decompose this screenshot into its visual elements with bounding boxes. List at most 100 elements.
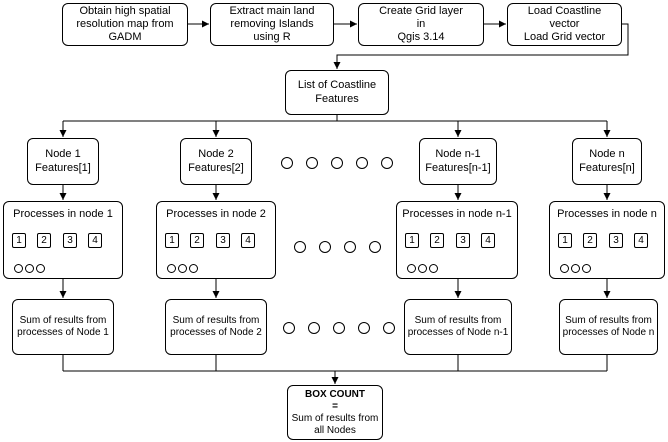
process-ellipsis-dot	[407, 264, 416, 273]
node-2-features: Features[2]	[188, 161, 244, 174]
sum-node-1-line1: Sum of results from	[19, 315, 107, 326]
step-create-grid-line2: in	[416, 17, 426, 30]
node-1: Node 1 Features[1]	[27, 138, 99, 185]
sum-node-n: Sum of results from processes of Node n	[559, 299, 658, 355]
step-extract-line2: removing Islands	[230, 17, 314, 30]
node-2: Node 2 Features[2]	[180, 138, 252, 185]
node-n-minus-1-features: Features[n-1]	[425, 161, 491, 174]
process-ellipsis-dot	[14, 264, 23, 273]
process-ellipsis-dot	[178, 264, 187, 273]
process-box: 1	[558, 233, 572, 248]
node-n-features: Features[n]	[579, 161, 635, 174]
step-obtain-map-line1: Obtain high spatial	[79, 4, 171, 17]
node-2-name: Node 2	[198, 148, 234, 161]
process-box: 3	[63, 233, 77, 248]
process-box: 3	[456, 233, 470, 248]
process-ellipsis-dot	[429, 264, 438, 273]
processes-node-1: Processes in node 1 1 2 3 4	[3, 201, 123, 279]
sum-node-n-minus-1-line2: processes of Node n-1	[407, 327, 509, 338]
sum-node-n-line1: Sum of results from	[565, 315, 652, 326]
step-extract-mainland: Extract main land removing Islands using…	[210, 3, 334, 46]
process-box: 3	[216, 233, 230, 248]
process-box: 4	[88, 233, 102, 248]
process-box: 4	[241, 233, 255, 248]
sum-node-1-line2: processes of Node 1	[17, 327, 109, 338]
ellipsis-dot	[344, 241, 356, 253]
process-ellipsis-dot	[418, 264, 427, 273]
process-box: 1	[405, 233, 419, 248]
processes-node-1-title: Processes in node 1	[13, 208, 113, 220]
step-create-grid: Create Grid layer in Qgis 3.14	[358, 3, 484, 46]
process-box: 2	[37, 233, 51, 248]
arrow-step4-list	[333, 23, 629, 69]
sum-node-1: Sum of results from processes of Node 1	[12, 299, 114, 355]
step-load-vectors: Load Coastline vector Load Grid vector	[507, 3, 622, 46]
box-count-equals: =	[332, 400, 338, 412]
step-load-line3: Load Grid vector	[523, 31, 606, 44]
process-ellipsis-dot	[36, 264, 45, 273]
ellipsis-dot	[369, 241, 381, 253]
process-box: 3	[609, 233, 623, 248]
processes-node-2: Processes in node 2 1 2 3 4	[156, 201, 276, 279]
step-obtain-map-line2: resolution map from	[76, 17, 174, 30]
step-extract-line1: Extract main land	[229, 4, 315, 17]
ellipsis-dot	[331, 157, 343, 169]
node-1-features: Features[1]	[35, 161, 91, 174]
ellipsis-dot	[294, 241, 306, 253]
step-create-grid-line3: Qgis 3.14	[397, 31, 445, 44]
sum-node-2-line2: processes of Node 2	[170, 327, 262, 338]
box-count-line1: Sum of results from	[291, 412, 379, 424]
process-ellipsis-dot	[560, 264, 569, 273]
step-create-grid-line1: Create Grid layer	[379, 4, 463, 17]
step-extract-line3: using R	[253, 31, 291, 44]
node-n-name: Node n	[589, 148, 625, 161]
ellipsis-dot	[356, 157, 368, 169]
step-load-line2: vector	[549, 17, 580, 30]
process-box: 1	[12, 233, 26, 248]
node-n: Node n Features[n]	[572, 138, 642, 185]
box-count: BOX COUNT = Sum of results from all Node…	[287, 385, 383, 440]
process-box: 4	[481, 233, 495, 248]
ellipsis-dot	[358, 322, 370, 334]
processes-node-n-minus-1-title: Processes in node n-1	[402, 208, 512, 220]
process-box: 2	[190, 233, 204, 248]
sum-node-n-minus-1: Sum of results from processes of Node n-…	[404, 299, 512, 355]
node-1-name: Node 1	[45, 148, 81, 161]
process-ellipsis-dot	[25, 264, 34, 273]
process-box: 2	[430, 233, 444, 248]
coastline-list-line2: Features	[315, 92, 359, 105]
process-ellipsis-dot	[571, 264, 580, 273]
process-ellipsis-dot	[189, 264, 198, 273]
processes-node-n: Processes in node n 1 2 3 4	[549, 201, 665, 279]
processes-node-n-minus-1: Processes in node n-1 1 2 3 4	[396, 201, 518, 279]
step-load-line1: Load Coastline	[527, 4, 602, 17]
node-n-minus-1: Node n-1 Features[n-1]	[419, 138, 497, 185]
coastline-list-line1: List of Coastline	[297, 79, 377, 92]
process-ellipsis-dot	[582, 264, 591, 273]
step-obtain-map: Obtain high spatial resolution map from …	[62, 3, 188, 46]
ellipsis-dot	[381, 157, 393, 169]
process-box: 4	[634, 233, 648, 248]
ellipsis-dot	[319, 241, 331, 253]
sum-node-2: Sum of results from processes of Node 2	[165, 299, 267, 355]
processes-node-2-title: Processes in node 2	[166, 208, 266, 220]
processes-node-n-title: Processes in node n	[557, 208, 657, 220]
ellipsis-dot	[308, 322, 320, 334]
ellipsis-dot	[333, 322, 345, 334]
ellipsis-dot	[281, 157, 293, 169]
sum-node-n-line2: processes of Node n	[562, 327, 655, 338]
box-count-line2: all Nodes	[314, 424, 356, 436]
coastline-features-list: List of Coastline Features	[285, 70, 389, 115]
box-count-title: BOX COUNT	[305, 388, 365, 400]
ellipsis-dot	[383, 322, 395, 334]
process-box: 2	[583, 233, 597, 248]
ellipsis-dot	[283, 322, 295, 334]
sum-node-2-line1: Sum of results from	[172, 315, 260, 326]
process-ellipsis-dot	[167, 264, 176, 273]
node-n-minus-1-name: Node n-1	[435, 148, 481, 161]
process-box: 1	[165, 233, 179, 248]
step-obtain-map-line3: GADM	[108, 31, 142, 44]
ellipsis-dot	[306, 157, 318, 169]
